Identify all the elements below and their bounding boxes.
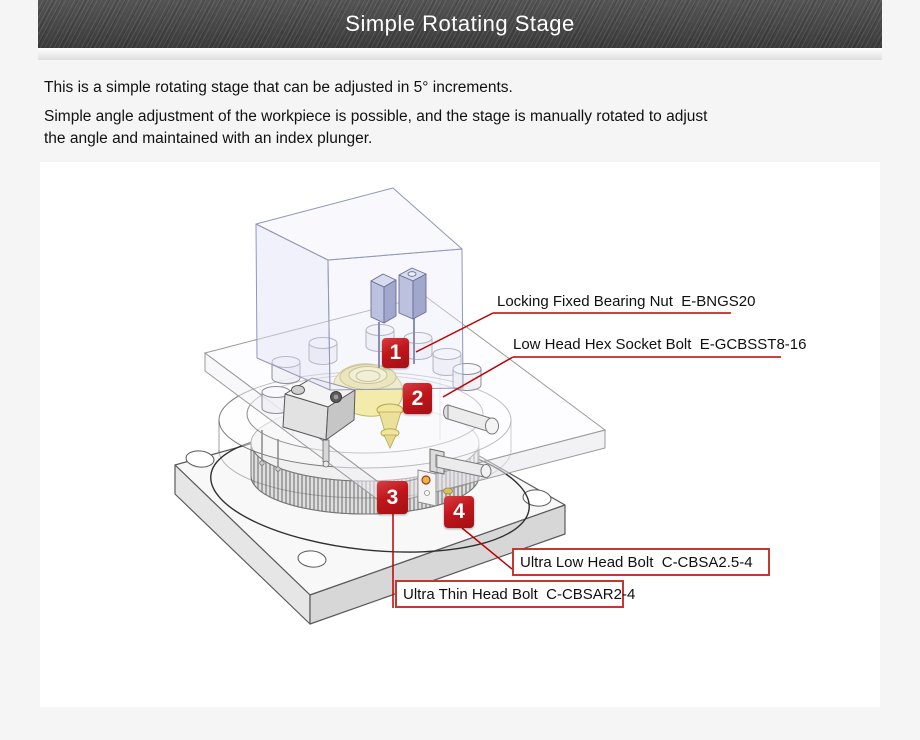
intro-text: This is a simple rotating stage that can… xyxy=(44,77,856,157)
callout-marker-2: 2 xyxy=(403,383,432,414)
intro-paragraph-1: This is a simple rotating stage that can… xyxy=(44,79,513,96)
handle-rods xyxy=(429,404,499,478)
callout-number-2: 2 xyxy=(411,386,424,410)
callout-label-1: Locking Fixed Bearing Nut E-BNGS20 xyxy=(497,293,756,310)
callout-label-3: Ultra Thin Head Bolt C-CBSAR2-4 xyxy=(395,580,635,608)
transparent-cube xyxy=(255,187,464,391)
header-banner: Simple Rotating Stage xyxy=(38,0,882,48)
callout-number-3: 3 xyxy=(386,485,399,509)
clamp-block xyxy=(370,267,427,368)
callout-number-4: 4 xyxy=(453,500,465,523)
rotating-stage-illustration xyxy=(174,187,781,625)
callout-marker-3: 3 xyxy=(377,481,408,514)
page-title: Simple Rotating Stage xyxy=(345,11,575,36)
header-shine xyxy=(38,48,882,60)
callout-marker-4: 4 xyxy=(444,496,474,528)
callout-number-1: 1 xyxy=(389,341,402,364)
index-plunger-block xyxy=(282,377,356,468)
intro-paragraph-2-line2: the angle and maintained with an index p… xyxy=(44,130,373,147)
intro-paragraph-2-line1: Simple angle adjustment of the workpiece… xyxy=(44,108,708,125)
figure-panel: 1 2 3 4 Locking Fixed Bearing Nut E-BNGS… xyxy=(40,162,880,707)
detail-bolts xyxy=(259,430,453,507)
callout-marker-1: 1 xyxy=(382,338,409,368)
callout-label-2: Low Head Hex Socket Bolt E-GCBSST8-16 xyxy=(513,336,807,353)
leader-lines xyxy=(392,312,781,608)
callout-label-4: Ultra Low Head Bolt C-CBSA2.5-4 xyxy=(512,548,770,576)
